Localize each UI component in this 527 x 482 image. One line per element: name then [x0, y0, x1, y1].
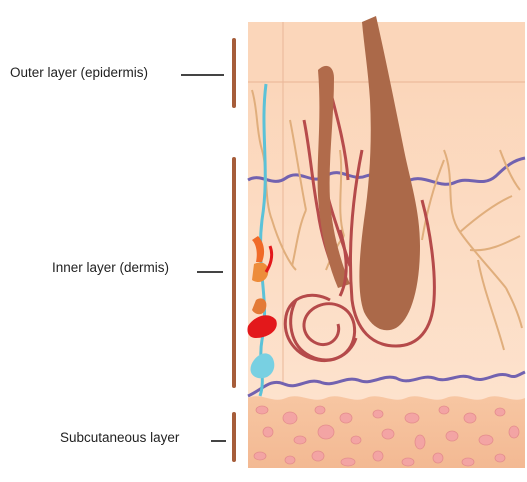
skin-cross-section: [0, 0, 527, 482]
